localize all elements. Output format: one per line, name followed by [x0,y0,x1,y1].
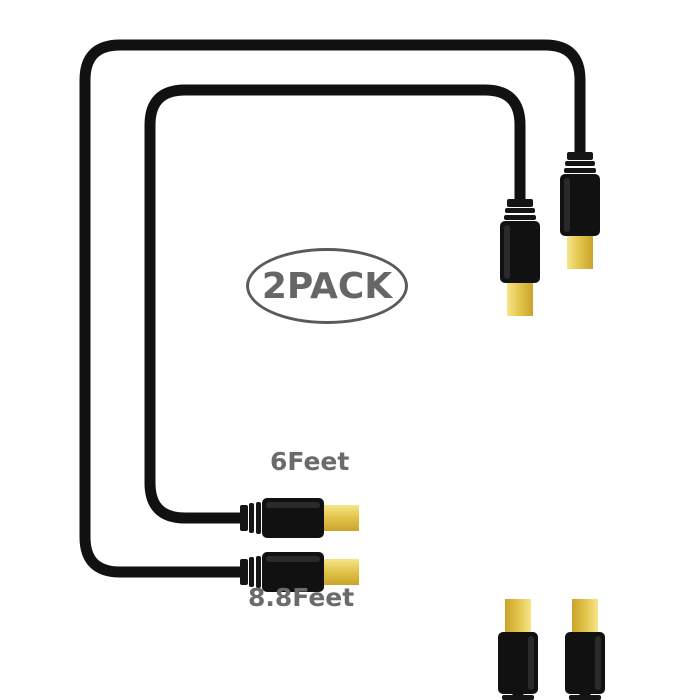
pack-badge: 2PACK [246,248,408,324]
length-label-short: 6Feet [270,447,350,476]
hdmi-connector-icon [565,599,605,700]
cable-long [79,39,586,578]
hdmi-connector-icon [560,152,600,269]
length-label-long: 8.8Feet [248,583,355,612]
hdmi-connector-icon [498,599,538,700]
hdmi-connector-icon [240,498,359,538]
cable-short [144,84,526,524]
hdmi-connector-icon [500,199,540,316]
